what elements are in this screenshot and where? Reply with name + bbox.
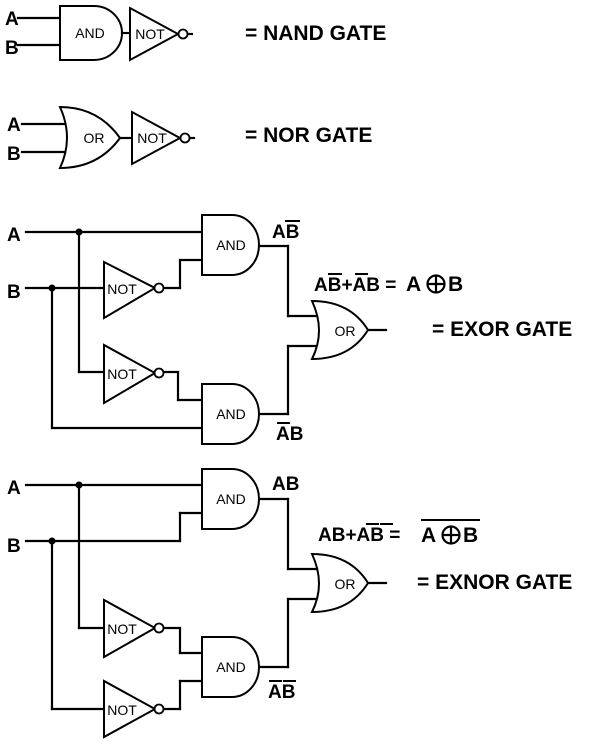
- exnor-and-gate-top-label: AND: [216, 491, 246, 507]
- nand-not-gate: [129, 6, 181, 62]
- exnor-not-gate-top-label: NOT: [107, 621, 137, 637]
- nand-and-gate-label: AND: [75, 25, 105, 41]
- exor-and-gate-bottom: [201, 383, 260, 445]
- exor-input-a-label: A: [7, 225, 21, 246]
- nand-result-text: = NAND GATE: [245, 22, 386, 45]
- exnor-not-gate-top-bubble: [153, 622, 165, 634]
- nor-not-bubble: [179, 132, 191, 144]
- exnor-input-b-label: B: [7, 536, 21, 557]
- nor-input-b-label: B: [7, 144, 21, 165]
- exnor-not-gate-bottom-label: NOT: [107, 702, 137, 718]
- exnor-and-gate-bottom: [201, 636, 260, 698]
- exnor-and-gate-bottom-label: AND: [216, 659, 246, 675]
- exor-and-gate-bottom-label: AND: [216, 406, 246, 422]
- nand-section: A B AND NOT = NAND GATE: [5, 5, 386, 62]
- exor-junction-b: [48, 284, 56, 292]
- nor-not-gate-label: NOT: [137, 130, 167, 146]
- nor-section: A B OR NOT = NOR GATE: [7, 105, 372, 170]
- nor-input-a-label: A: [7, 115, 21, 136]
- exnor-term-bottom: AB: [268, 682, 295, 703]
- nand-input-a-label: A: [5, 9, 19, 30]
- exnor-junction-b: [48, 537, 56, 545]
- xnor-symbol-icon: [441, 525, 461, 545]
- exor-not-gate-top: [103, 260, 158, 320]
- nand-not-gate-label: NOT: [135, 26, 165, 42]
- nand-and-gate: [59, 5, 123, 61]
- exor-expression-rhs-b: B: [448, 273, 463, 296]
- exor-not-gate-top-bubble: [153, 282, 165, 294]
- exor-and-gate-top-label: AND: [216, 237, 246, 253]
- exnor-or-gate-label: OR: [335, 576, 356, 592]
- nor-result-text: = NOR GATE: [245, 124, 372, 147]
- exnor-expression-rhs-a: A: [421, 524, 436, 547]
- exor-or-gate: [310, 299, 370, 361]
- xor-symbol-icon: [426, 274, 446, 294]
- exor-not-gate-top-label: NOT: [107, 281, 137, 297]
- exnor-result-text: = EXNOR GATE: [417, 571, 572, 594]
- exor-not-gate-bottom-bubble: [153, 367, 165, 379]
- exnor-not-gate-bottom-bubble: [153, 703, 165, 715]
- nand-not-bubble: [177, 28, 189, 40]
- exor-not-gate-bottom-label: NOT: [107, 366, 137, 382]
- nor-or-gate: [58, 105, 122, 170]
- exnor-not-gate-bottom: [103, 679, 158, 739]
- exnor-section: A B AND AND NOT NOT: [7, 468, 572, 739]
- exnor-not-gate-top: [103, 598, 158, 659]
- exnor-expression-rhs-b: B: [463, 524, 478, 547]
- exor-input-b-label: B: [7, 282, 21, 303]
- exor-or-gate-label: OR: [335, 323, 356, 339]
- exor-section: A B AND AND NOT NOT OR: [7, 214, 572, 445]
- nand-input-b-label: B: [5, 38, 19, 59]
- exnor-junction-a: [75, 481, 83, 489]
- exnor-input-a-label: A: [7, 478, 21, 499]
- exor-expression-lhs: AB+AB =: [314, 275, 396, 296]
- exor-junction-a: [75, 228, 83, 236]
- exor-result-text: = EXOR GATE: [432, 318, 572, 341]
- exnor-and-gate-top: [201, 468, 260, 530]
- exnor-or-gate: [310, 552, 370, 614]
- exor-not-gate-bottom: [103, 343, 158, 405]
- exor-expression-rhs-a: A: [406, 273, 421, 296]
- exor-term-bottom: AB: [276, 424, 303, 445]
- exor-term-top: AB: [272, 222, 299, 243]
- exor-and-gate-top: [201, 214, 260, 276]
- exnor-term-top: AB: [272, 474, 299, 495]
- nor-not-gate: [131, 110, 183, 166]
- nor-or-gate-label: OR: [84, 130, 105, 146]
- exnor-expression-lhs: AB+AB =: [318, 525, 400, 546]
